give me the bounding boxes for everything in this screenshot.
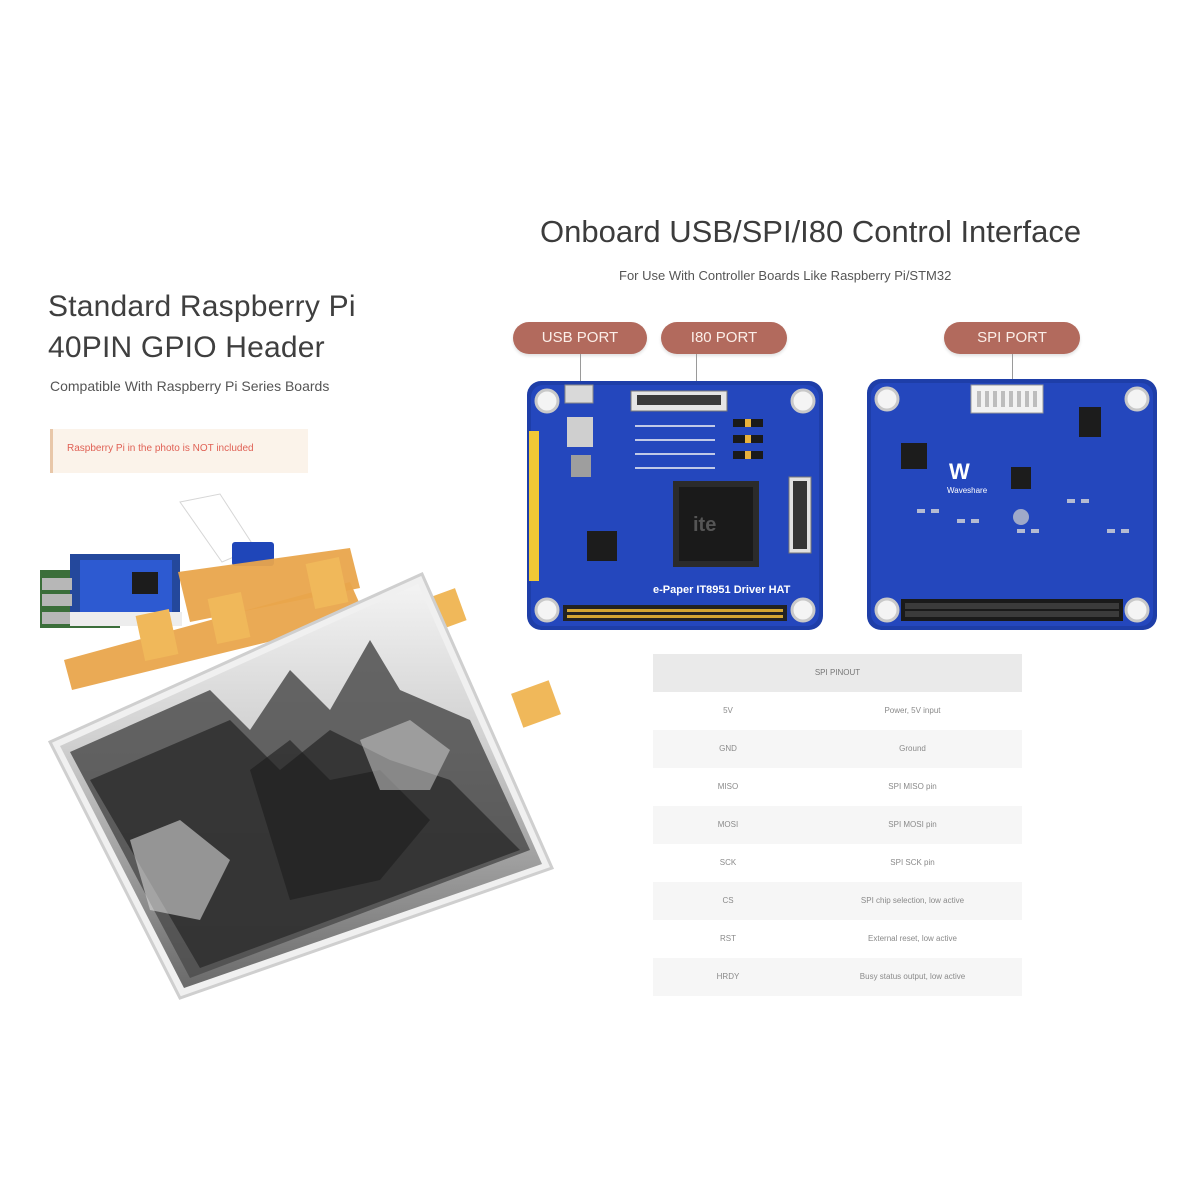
pin-name: 5V [723,706,733,715]
pin-name: HRDY [716,972,740,981]
table-row: SCK SPI SCK pin [653,844,1022,882]
left-title-line1: Standard Raspberry Pi [48,290,356,323]
spi-port-label: SPI PORT [944,322,1080,354]
pin-name: MOSI [717,820,739,829]
table-row: CS SPI chip selection, low active [653,882,1022,920]
pin-name: SCK [719,858,737,867]
pinout-title: SPI PINOUT [653,654,1022,692]
pin-desc: Busy status output, low active [859,972,966,981]
epaper-display-assembly [40,493,561,1000]
left-headline: Standard Raspberry Pi 40PIN GPIO Header [48,286,428,368]
note-text: Raspberry Pi in the photo is NOT include… [67,443,254,454]
pin-desc: SPI MISO pin [888,782,937,791]
pin-desc: SPI MOSI pin [888,820,937,829]
right-subtitle: For Use With Controller Boards Like Rasp… [619,268,952,283]
left-subtitle: Compatible With Raspberry Pi Series Boar… [50,378,330,394]
i80-pointer-line [696,354,697,384]
pin-desc: Ground [899,744,926,753]
i80-port-label: I80 PORT [661,322,787,354]
table-row: RST External reset, low active [653,920,1022,958]
pin-name: MISO [717,782,739,791]
raspberry-pi-stack [40,554,182,628]
svg-text:ite: ite [693,514,716,536]
table-row: 5V Power, 5V input [653,692,1022,730]
table-row: MOSI SPI MOSI pin [653,806,1022,844]
pin-desc: SPI SCK pin [890,858,935,867]
right-title: Onboard USB/SPI/I80 Control Interface [540,214,1082,249]
table-row: MISO SPI MISO pin [653,768,1022,806]
driver-board-back: W Waveshare [867,379,1157,630]
board-label-text: e-Paper IT8951 Driver HAT [653,584,791,596]
spi-pinout-table: SPI PINOUT 5V Power, 5V input GND Ground… [653,654,1022,996]
usb-port-label: USB PORT [513,322,647,354]
pin-name: RST [720,934,736,943]
table-row: HRDY Busy status output, low active [653,958,1022,996]
spi-pointer-line [1012,354,1013,396]
pin-desc: Power, 5V input [884,706,941,715]
not-included-note: Raspberry Pi in the photo is NOT include… [50,429,308,473]
pin-name: CS [722,896,734,905]
pin-name: GND [719,744,737,753]
brand-text: Waveshare [947,486,988,495]
pin-desc: External reset, low active [868,934,957,943]
left-title-line2: 40PIN GPIO Header [48,331,325,364]
it8951-driver-board: ite e-Paper IT8951 Driver HAT [527,381,823,630]
waveshare-logo: W [949,459,970,484]
usb-pointer-line [580,354,581,384]
pin-desc: SPI chip selection, low active [860,896,965,905]
table-row: GND Ground [653,730,1022,768]
